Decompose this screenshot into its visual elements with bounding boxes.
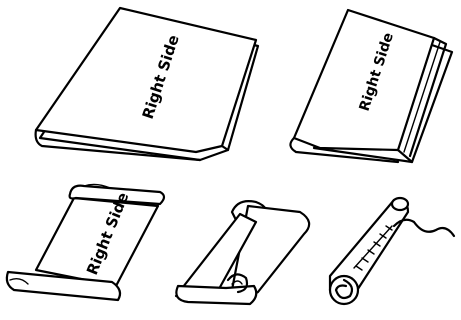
panel-rolled-sheet: Right Side bbox=[7, 184, 164, 300]
panel-stitched-roll bbox=[330, 198, 454, 304]
panel-rolling bbox=[176, 201, 309, 304]
panel-folded-edge: Right Side bbox=[290, 10, 452, 162]
panel-folded-flat: Right Side bbox=[36, 8, 258, 160]
